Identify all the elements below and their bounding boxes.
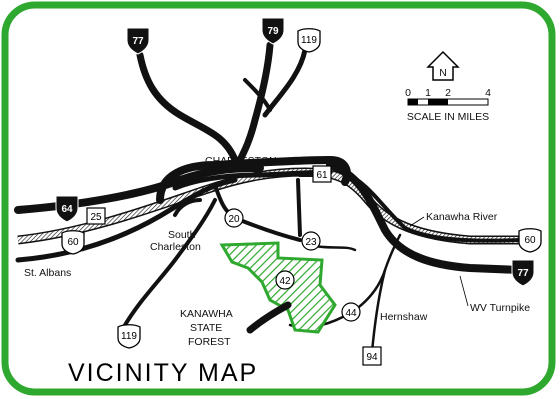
scale-bar: 0 1 2 4 SCALE IN MILES (405, 87, 491, 123)
kanawha-river-leader (409, 216, 425, 227)
svg-text:25: 25 (90, 212, 102, 223)
label-forest-3: FOREST (188, 336, 231, 348)
scale-tick-4: 4 (485, 87, 491, 99)
state-route-44: 44 (341, 302, 361, 322)
wv-turnpike-leader (459, 275, 469, 307)
road-i77-north (136, 51, 239, 164)
north-arrow: N (426, 50, 460, 81)
road-us60-east (343, 170, 522, 243)
state-route-42: 42 (275, 270, 295, 290)
svg-text:64: 64 (61, 204, 73, 215)
north-label: N (439, 67, 447, 79)
kanawha-state-forest (219, 241, 337, 334)
us-shield-119-north: 119 (297, 28, 321, 53)
state-route-25: 25 (86, 207, 106, 225)
scale-label: SCALE IN MILES (407, 111, 489, 123)
scale-tick-1: 1 (425, 87, 431, 99)
svg-text:77: 77 (517, 268, 529, 279)
label-hernshaw: Hernshaw (380, 311, 428, 323)
state-route-94: 94 (362, 346, 382, 366)
road-i79 (236, 41, 274, 164)
label-kanawha-river: Kanawha River (426, 211, 498, 223)
road-downtown-loop (156, 156, 351, 204)
label-forest-1: KANAWHA (180, 308, 233, 320)
forest-access-road (246, 301, 292, 334)
scale-tick-2: 2 (445, 87, 451, 99)
svg-text:42: 42 (279, 276, 291, 287)
road-connector-north (243, 78, 272, 112)
svg-text:23: 23 (305, 237, 317, 248)
road-south-charleston (173, 198, 202, 217)
us-shield-60-west: 60 (61, 230, 85, 255)
svg-text:44: 44 (345, 308, 357, 319)
map-title: VICINITY MAP (68, 359, 258, 387)
road-us60-west (15, 177, 238, 263)
road-spine-south (296, 178, 302, 237)
state-route-61: 61 (312, 165, 332, 183)
svg-text:60: 60 (67, 237, 79, 248)
svg-text:61: 61 (316, 170, 328, 181)
svg-text:77: 77 (132, 36, 144, 47)
state-route-23: 23 (301, 231, 321, 251)
label-wv-turnpike: WV Turnpike (470, 302, 530, 314)
us-shield-119-south: 119 (117, 324, 141, 349)
interstate-shield-79: 79 (261, 17, 285, 45)
road-us119-south (123, 198, 217, 327)
label-south-charleston-2: Charleston (150, 241, 201, 253)
svg-text:119: 119 (121, 331, 137, 342)
state-route-20: 20 (224, 208, 244, 228)
interstate-shield-77-east: 77 (511, 259, 535, 287)
us-shield-60-east: 60 (518, 228, 542, 253)
interstate-shield-77-north: 77 (126, 27, 150, 55)
label-st-albans: St. Albans (24, 267, 71, 279)
svg-text:94: 94 (366, 352, 378, 363)
svg-text:60: 60 (524, 235, 536, 246)
svg-text:79: 79 (267, 26, 279, 37)
label-forest-2: STATE (190, 322, 222, 334)
svg-text:20: 20 (228, 214, 240, 225)
scale-tick-0: 0 (405, 87, 411, 99)
svg-text:119: 119 (301, 35, 317, 46)
label-charleston: CHARLESTON (205, 155, 277, 167)
interstate-shield-64: 64 (55, 195, 79, 223)
label-south-charleston-1: South (168, 229, 196, 241)
